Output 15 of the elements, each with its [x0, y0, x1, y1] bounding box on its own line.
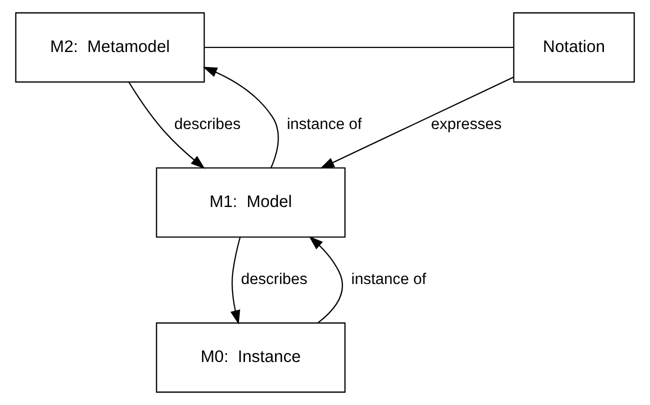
edge-label: describes — [174, 116, 241, 134]
edge-label: describes — [241, 271, 308, 288]
arrow — [308, 236, 343, 324]
node-box: M0: Instance — [156, 322, 346, 393]
arrow — [202, 66, 279, 168]
node-box: M1: Model — [156, 167, 346, 238]
arrow — [230, 237, 241, 325]
edge-label: instance of — [351, 271, 426, 288]
arrow — [128, 82, 206, 169]
arrow — [320, 76, 514, 169]
node-box: Notation — [513, 12, 635, 83]
edge-label: expresses — [430, 116, 502, 134]
connector — [204, 46, 514, 48]
node-box: M2: Metamodel — [15, 12, 205, 83]
edge-label: instance of — [286, 116, 362, 134]
